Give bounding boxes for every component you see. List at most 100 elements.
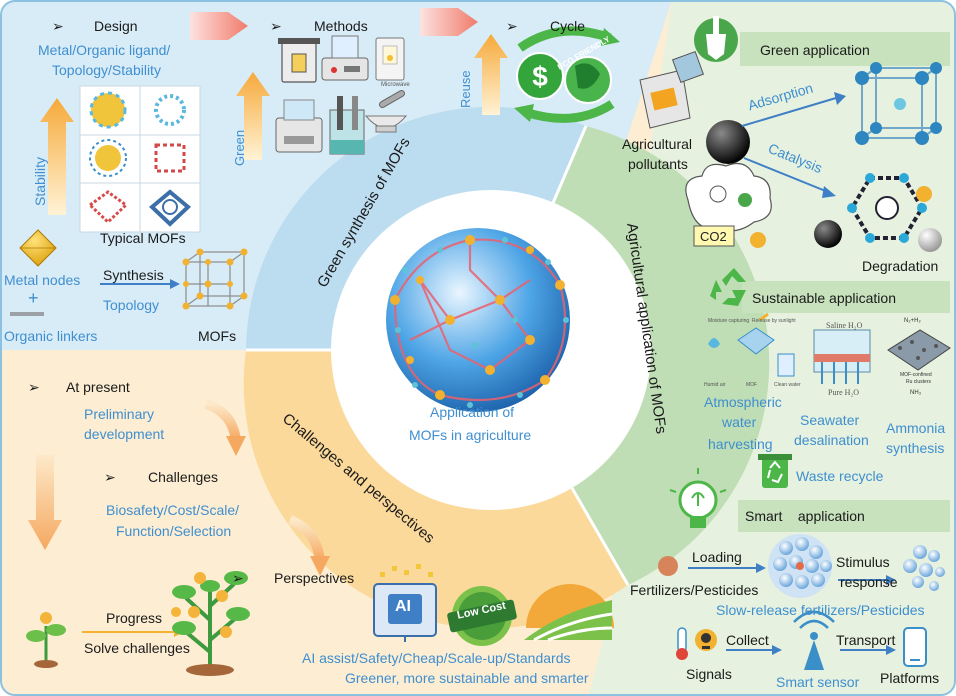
design-heading: Design xyxy=(94,18,138,34)
topology-label: Topology xyxy=(103,297,160,313)
green-application-bar xyxy=(740,32,950,66)
response-label: response xyxy=(840,574,898,590)
preliminary-line-2: development xyxy=(84,426,165,442)
at-present-heading: At present xyxy=(66,379,130,395)
center-line-2: MOFs in agriculture xyxy=(409,427,532,443)
desalination-icon xyxy=(813,329,871,384)
green-application-heading: Green application xyxy=(760,42,870,58)
framework-atoms xyxy=(395,237,569,408)
co2-label-box xyxy=(693,225,735,247)
sustainable-application-bar xyxy=(742,281,950,313)
light-source-icon xyxy=(916,186,932,202)
equipment-heater-icon xyxy=(321,35,369,81)
degraded-ball-icon xyxy=(918,228,942,252)
tree-large-icon xyxy=(171,571,250,676)
collect-label: Collect xyxy=(726,632,769,648)
cycle-icon xyxy=(514,26,620,123)
ammonia-line-1: Ammonia xyxy=(886,420,946,436)
mof-small-label: MOF xyxy=(746,382,758,388)
nh3-label: NH₃ xyxy=(910,390,922,396)
equipment-mortar-icon xyxy=(364,90,408,133)
stability-arrow xyxy=(40,98,74,215)
co2-label: CO2 xyxy=(700,229,727,244)
framework-nodes xyxy=(390,235,565,400)
microwave-label: Microwave xyxy=(381,82,410,88)
synthesis-label: Synthesis xyxy=(103,267,164,283)
humid-air-label: Humid air xyxy=(704,382,726,388)
challenges-bullet: ➢ xyxy=(104,469,116,485)
metal-nodes-label: Metal nodes xyxy=(4,272,81,288)
mof-cube-nodes xyxy=(182,248,248,310)
at-present-bullet: ➢ xyxy=(28,379,40,395)
sustainable-application-heading: Sustainable application xyxy=(752,290,896,306)
green-label: Green xyxy=(232,129,247,166)
equipment-microwave-icon xyxy=(375,37,405,81)
waste-bin-icon xyxy=(758,454,792,488)
methods-heading: Methods xyxy=(314,18,368,34)
pollutant-ball-icon xyxy=(814,220,842,248)
saline-h2o-label: Saline H₂O xyxy=(826,321,863,330)
thermometer-icon xyxy=(676,627,688,660)
challenges-to-perspectives-arrow xyxy=(287,515,325,561)
methods-to-cycle-arrow xyxy=(420,8,478,36)
globe-icon xyxy=(386,228,570,412)
toxic-icon xyxy=(695,629,717,651)
typical-mofs-grid xyxy=(79,85,201,233)
transport-label: Transport xyxy=(836,632,896,648)
n2-h2-label: N₂+H₂ xyxy=(904,318,921,324)
seedling-small-icon xyxy=(26,612,66,668)
cycle-heading: Cycle xyxy=(550,18,586,34)
equipment-electrochem-icon xyxy=(329,96,365,155)
design-desc-2: Topology/Stability xyxy=(52,62,161,78)
challenges-list-1: Biosafety/Cost/Scale/ xyxy=(106,502,240,518)
solve-challenges-label: Solve challenges xyxy=(84,640,190,656)
smart-sensor-label: Smart sensor xyxy=(776,674,860,690)
reuse-label: Reuse xyxy=(458,70,473,108)
preliminary-line-1: Preliminary xyxy=(84,406,155,422)
atmospheric-line-2: water xyxy=(722,414,757,430)
perspectives-heading: Perspectives xyxy=(274,570,355,586)
slow-release-sphere-icon xyxy=(768,534,832,598)
mof-confined-label: MOF-confined xyxy=(900,372,932,378)
recycle-icon xyxy=(710,268,746,306)
smart-application-heading: Smart application xyxy=(745,508,865,524)
water-harvesting-icon xyxy=(708,312,795,377)
adsorbent-ball-icon xyxy=(706,120,750,164)
organic-linkers-label: Organic linkers xyxy=(4,328,98,344)
ammonia-synthesis-icon xyxy=(887,329,951,371)
pesticide-bottle-icon xyxy=(639,50,705,129)
cycle-bullet: ➢ xyxy=(506,18,518,34)
adsorption-mof-icon xyxy=(855,62,942,145)
adsorption-arrow xyxy=(741,97,837,127)
ru-clusters-label: Ru clusters xyxy=(906,379,932,385)
smart-sensor-icon xyxy=(793,610,835,670)
ai-assist-label: AI assist/Safety/Cheap/Scale-up/Standard… xyxy=(302,650,571,666)
smart-application-bar xyxy=(738,500,950,532)
fertilizer-granule-icon xyxy=(658,556,678,576)
light-bulb-icon xyxy=(669,468,727,528)
ammonia-line-2: synthesis xyxy=(886,440,945,456)
seawater-line-1: Seawater xyxy=(800,412,860,428)
ai-book-icon xyxy=(373,564,437,642)
dollar-icon: $ xyxy=(532,61,548,92)
atmospheric-line-3: harvesting xyxy=(708,436,773,452)
phone-icon xyxy=(903,627,927,667)
green-arrow xyxy=(236,72,270,160)
pure-h2o-label: Pure H₂O xyxy=(828,388,860,397)
reuse-arrow xyxy=(474,34,508,115)
loading-label: Loading xyxy=(692,549,742,565)
sun-small-icon xyxy=(750,232,766,248)
perspectives-bullet: ➢ xyxy=(232,570,244,586)
center-line-1: Application of xyxy=(430,404,515,420)
degradation-label: Degradation xyxy=(862,258,939,274)
challenges-list-2: Function/Selection xyxy=(116,523,232,539)
seawater-line-2: desalination xyxy=(794,432,869,448)
organic-linker-icon xyxy=(10,312,44,316)
release-by-sunlight-label: Release by sunlight xyxy=(752,318,796,324)
plus-label: + xyxy=(28,288,39,308)
agricultural-label: Agricultural xyxy=(622,136,693,152)
progress-label: Progress xyxy=(106,610,163,626)
design-desc-1: Metal/Organic ligand/ xyxy=(38,42,171,58)
moisture-capturing-label: Moisture capturing xyxy=(708,318,750,324)
